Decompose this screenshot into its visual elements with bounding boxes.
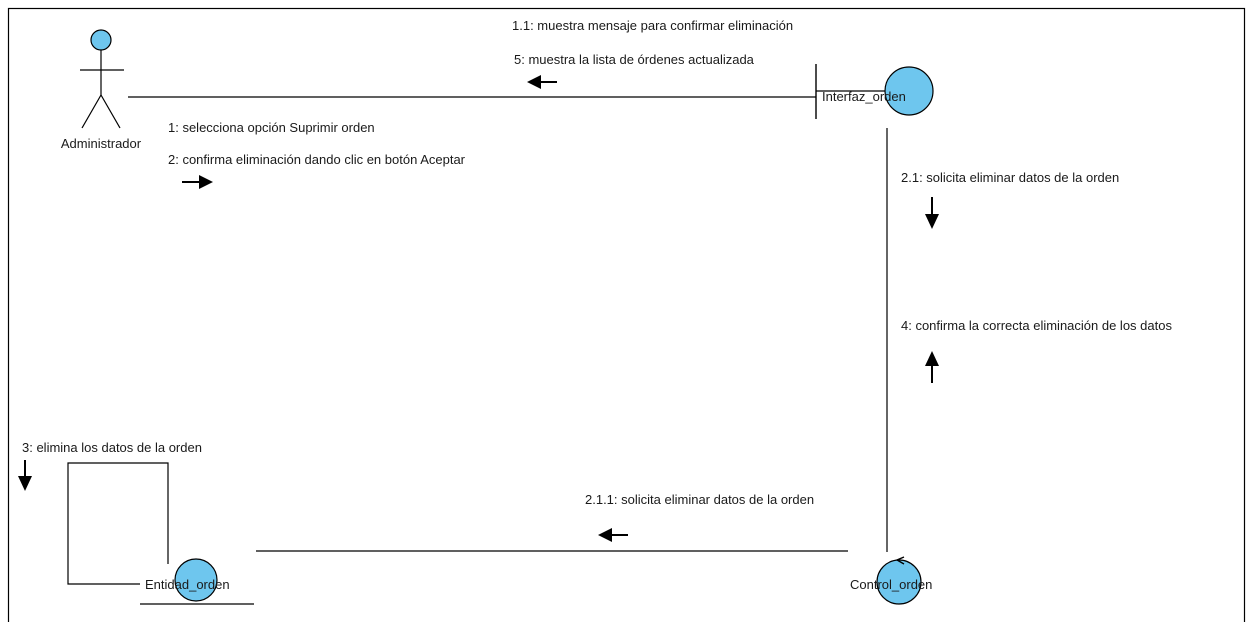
actor-left-leg bbox=[81, 94, 102, 129]
arrow-message-4-up bbox=[925, 351, 939, 383]
actor-label: Administrador bbox=[61, 136, 142, 151]
message-2: 2: confirma eliminación dando clic en bo… bbox=[168, 152, 466, 167]
control-circle bbox=[876, 559, 922, 605]
control-arrowhead bbox=[895, 556, 905, 565]
diagram-frame bbox=[7, 7, 1246, 622]
entity-circle bbox=[174, 558, 218, 602]
actor-right-leg bbox=[100, 94, 121, 129]
message-5: 5: muestra la lista de órdenes actualiza… bbox=[514, 52, 755, 67]
arrow-message-2-1-down bbox=[925, 197, 939, 229]
actor-head bbox=[90, 29, 112, 51]
object-control-orden[interactable]: Control_orden bbox=[850, 556, 932, 605]
message-2-1: 2.1: solicita eliminar datos de la orden bbox=[901, 170, 1119, 185]
message-2-1-1: 2.1.1: solicita eliminar datos de la ord… bbox=[585, 492, 814, 507]
object-interfaz-orden[interactable]: Interfaz_orden bbox=[815, 64, 934, 119]
arrow-message-2-1-1-left bbox=[598, 528, 628, 542]
object-label-interfaz: Interfaz_orden bbox=[822, 89, 906, 104]
arrow-message-3-down bbox=[18, 460, 32, 491]
boundary-circle bbox=[884, 66, 934, 116]
arrow-message-5-left bbox=[527, 75, 557, 89]
message-1-1: 1.1: muestra mensaje para confirmar elim… bbox=[512, 18, 793, 33]
message-4: 4: confirma la correcta eliminación de l… bbox=[901, 318, 1172, 333]
object-label-entidad: Entidad_orden bbox=[145, 577, 230, 592]
arrow-message-2-right bbox=[182, 175, 213, 189]
object-label-control: Control_orden bbox=[850, 577, 932, 592]
actor-administrador[interactable]: Administrador bbox=[61, 29, 142, 151]
object-entidad-orden[interactable]: Entidad_orden bbox=[140, 558, 254, 605]
message-1: 1: selecciona opción Suprimir orden bbox=[168, 120, 375, 135]
self-link-entidad bbox=[67, 462, 169, 585]
message-3: 3: elimina los datos de la orden bbox=[22, 440, 202, 455]
